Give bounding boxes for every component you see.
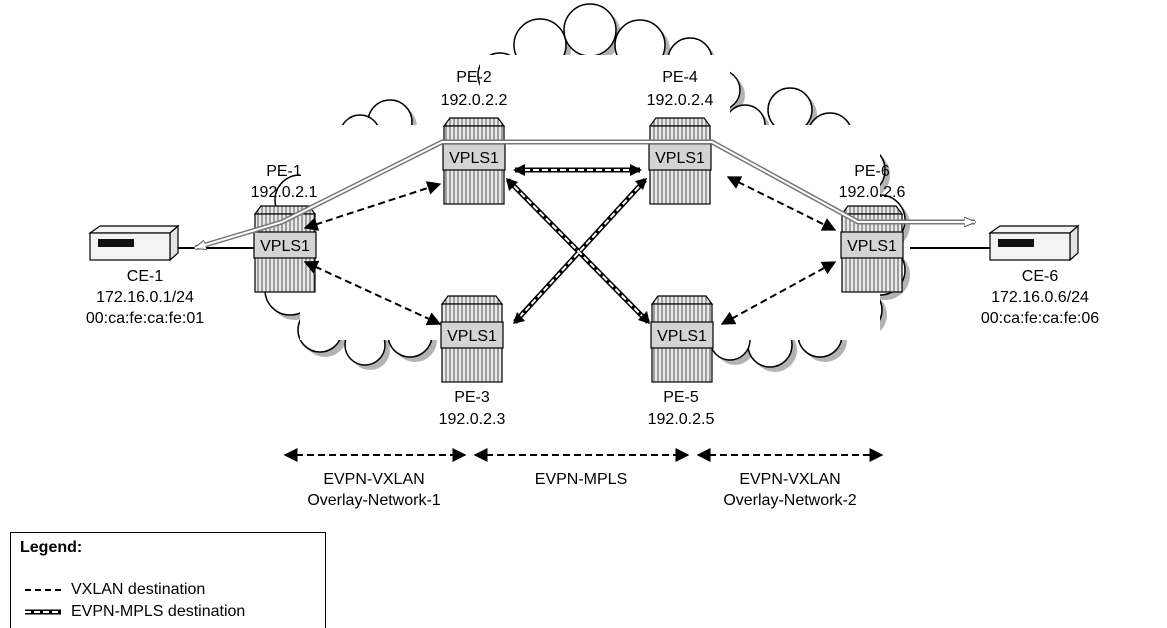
pe1-ip: 192.0.2.1 [251,184,318,201]
pe3-ip: 192.0.2.3 [439,411,506,428]
legend: Legend: VXLAN destination EVPN-MPLS dest… [10,532,326,628]
ce6-ip: 172.16.0.6/24 [991,289,1089,306]
double-dashed-line-icon [25,609,61,615]
pe3-vpls-box [440,321,504,349]
segment-3-line2: Overlay-Network-2 [723,492,856,509]
pe5-router: VPLS1 [650,295,714,383]
pe4-ip: 192.0.2.4 [647,92,714,109]
legend-label-vxlan: VXLAN destination [71,581,206,598]
pe2-service-label: VPLS1 [449,150,499,167]
pe6-name: PE-6 [854,163,890,180]
dashed-line-icon [25,589,61,591]
segment-1-line1: EVPN-VXLAN [323,471,424,488]
cloud-network [259,3,910,372]
pe1-service-label: VPLS1 [260,238,310,255]
vxlan-link-pe1-pe3 [303,260,442,326]
pe2-ip: 192.0.2.2 [441,92,508,109]
pe4-service-label: VPLS1 [655,150,705,167]
pe5-service-label: VPLS1 [657,328,707,345]
legend-item-evpn-mpls: EVPN-MPLS destination [25,603,245,621]
pe6-ip: 192.0.2.6 [839,184,906,201]
segment-2-line1: EVPN-MPLS [535,471,627,488]
ce6-device [988,224,1080,262]
ce6-name: CE-6 [1022,268,1059,285]
pe3-name: PE-3 [454,389,490,406]
ce1-mac: 00:ca:fe:ca:fe:01 [86,310,204,327]
pe6-service-label: VPLS1 [847,238,897,255]
legend-title: Legend: [20,539,83,556]
pe5-vpls-box [650,321,714,349]
pe1-name: PE-1 [266,163,302,180]
ce1-name: CE-1 [127,268,164,285]
segment-1-line2: Overlay-Network-1 [307,492,440,509]
pe3-service-label: VPLS1 [447,328,497,345]
evpn-mpls-links [506,164,650,324]
pe4-router: VPLS1 [648,117,712,205]
legend-item-vxlan: VXLAN destination [25,581,205,599]
ce1-ip: 172.16.0.1/24 [96,289,194,306]
pe5-ip: 192.0.2.5 [648,411,715,428]
segment-3-line1: EVPN-VXLAN [739,471,840,488]
pe4-name: PE-4 [662,69,698,86]
pe3-router: VPLS1 [440,295,504,383]
pe2-name: PE-2 [456,69,492,86]
ce6-mac: 00:ca:fe:ca:fe:06 [981,310,1099,327]
pe5-name: PE-5 [663,389,699,406]
ce1-device [88,224,180,262]
service-path [195,139,975,251]
legend-label-evpn-mpls: EVPN-MPLS destination [71,603,246,620]
pe2-router: VPLS1 [442,117,506,205]
